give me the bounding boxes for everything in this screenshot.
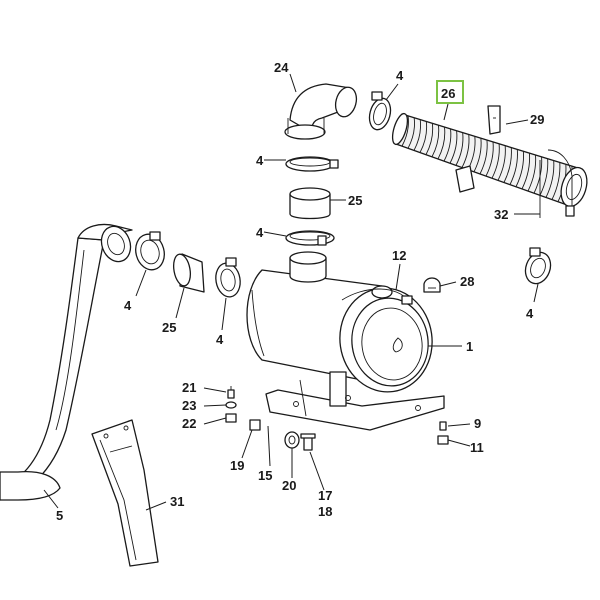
callout-4-elbow: 4: [256, 153, 264, 168]
hose-rib: [449, 130, 458, 164]
callout-29: 29: [530, 112, 544, 127]
callout-4-center: 4: [256, 225, 264, 240]
clip-28: [423, 277, 441, 293]
callout-26: 26: [441, 86, 455, 101]
nut-19: [249, 419, 261, 431]
hose-rib: [521, 153, 531, 190]
callout-4-left: 4: [124, 298, 132, 313]
callout-4-top: 4: [396, 68, 404, 83]
hose-sleeve-25-left: [172, 253, 205, 293]
hose-rib: [419, 121, 428, 153]
callout-9: 9: [474, 416, 481, 431]
callout-32: 32: [494, 207, 508, 222]
hose-clamp-4-left-mid: [215, 257, 241, 298]
washer-23: [225, 401, 237, 409]
nut-22: [225, 413, 237, 423]
callout-1: 1: [466, 339, 473, 354]
callout-31: 31: [170, 494, 184, 509]
hose-rib: [539, 158, 549, 196]
hose-rib: [413, 119, 421, 151]
hose-rib: [437, 126, 446, 160]
hose-rib: [431, 125, 440, 158]
hose-rib: [497, 145, 506, 181]
hose-rib: [503, 147, 512, 183]
callout-25-left: 25: [162, 320, 176, 335]
hose-rib: [545, 160, 555, 198]
callout-11: 11: [470, 440, 484, 455]
callout-4-left-mid: 4: [216, 332, 224, 347]
hose-sleeve-25-upper: [289, 187, 331, 220]
hose-rib: [491, 143, 500, 179]
hose-rib: [425, 123, 434, 155]
intake-pipe-5: [0, 223, 133, 501]
screw-9: [439, 421, 447, 431]
callout-25-upper: 25: [348, 193, 362, 208]
leader-lines: [43, 73, 540, 511]
callout-24: 24: [274, 60, 289, 75]
callout-15: 15: [258, 468, 272, 483]
hose-bracket-29: [455, 105, 501, 193]
hose-rib: [485, 141, 494, 177]
hose-rib: [527, 154, 537, 192]
filter-band-12: [341, 288, 413, 305]
hose-rib: [515, 151, 525, 187]
hose-rib: [455, 132, 464, 166]
callout-5: 5: [56, 508, 63, 523]
hose-rib: [407, 117, 415, 149]
bolt-17-18: [300, 433, 316, 451]
air-filter-housing-1: [246, 251, 433, 393]
callout-21: 21: [182, 380, 196, 395]
callout-18: 18: [318, 504, 332, 519]
hose-rib: [401, 115, 409, 147]
hose-rib: [551, 162, 561, 200]
hose-clamp-4-left: [135, 231, 165, 271]
hose-clamp-4-elbow-bottom: [285, 156, 339, 172]
strap-32: [539, 149, 575, 218]
callout-22: 22: [182, 416, 196, 431]
screw-21: [227, 386, 235, 399]
callout-28: 28: [460, 274, 474, 289]
guard-plate-31: [91, 419, 159, 567]
callout-labels: 24 4 26 29 4 25 32 4 12 28 4 4 25 4 1 21…: [56, 60, 544, 523]
callout-23: 23: [182, 398, 196, 413]
callout-20: 20: [282, 478, 296, 493]
hose-rib: [473, 138, 482, 172]
hose-rib: [443, 128, 452, 162]
callout-12: 12: [392, 248, 406, 263]
hose-rib: [461, 134, 470, 168]
hose-clamp-4-top: [368, 91, 392, 131]
callout-highlight-box: [436, 80, 464, 104]
callout-17: 17: [318, 488, 332, 503]
hose-clamp-4-center: [285, 230, 335, 246]
washer-20: [284, 431, 300, 449]
mounting-bracket-15: [265, 371, 445, 431]
hose-rib: [509, 149, 518, 185]
nut-11: [437, 435, 449, 445]
callout-19: 19: [230, 458, 244, 473]
callout-4-right: 4: [526, 306, 534, 321]
elbow-hose-24: [284, 83, 358, 140]
hose-clamp-4-right: [524, 247, 552, 285]
hose-rib: [479, 140, 488, 175]
